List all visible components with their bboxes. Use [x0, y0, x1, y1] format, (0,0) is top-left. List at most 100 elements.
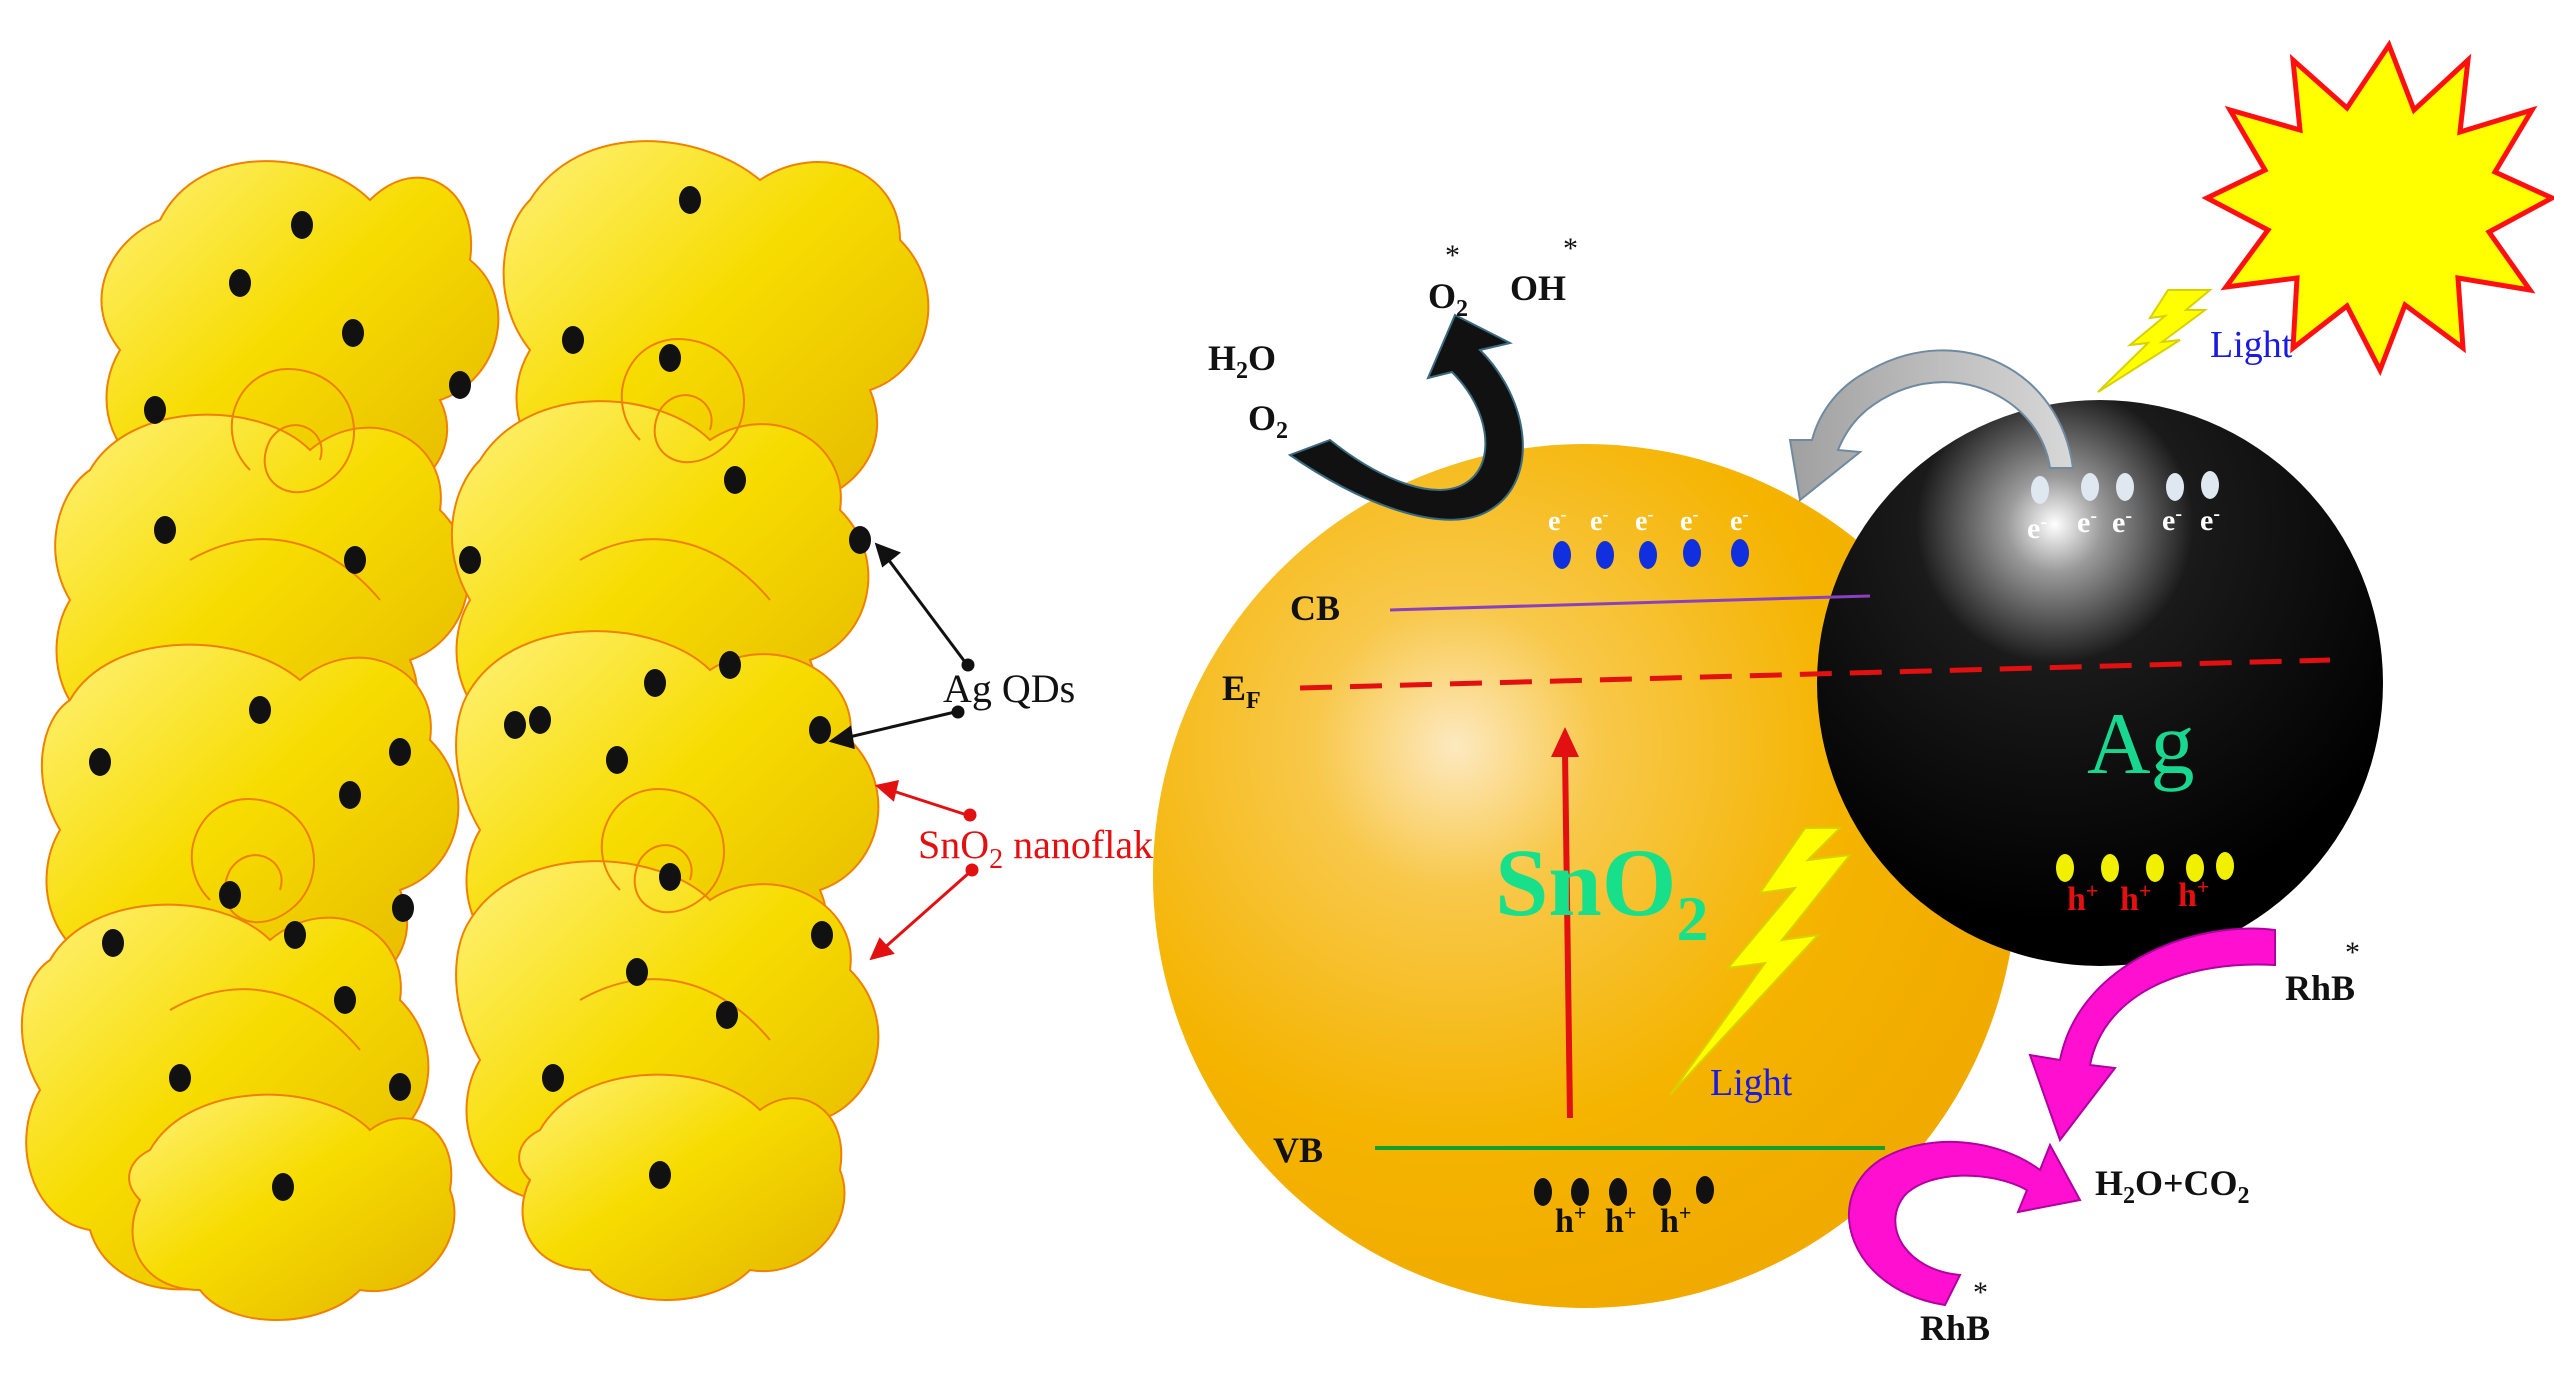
vb-label: VB — [1273, 1130, 1323, 1170]
ag-quantum-dots — [89, 186, 871, 1201]
ag-dot — [272, 1173, 294, 1201]
o2-radical: O2 — [1428, 276, 1468, 322]
ag-dot — [449, 371, 471, 399]
svg-text:e-: e- — [1635, 504, 1653, 537]
lightning-icon — [2097, 289, 2213, 393]
ag-qds-label: Ag QDs — [943, 666, 1075, 711]
svg-text:e-: e- — [1730, 504, 1748, 537]
ag-dot — [679, 186, 701, 214]
ag-dot — [606, 746, 628, 774]
ag-hole-labels: h+ h+ h+ — [2067, 874, 2209, 918]
ag-dot — [344, 546, 366, 574]
svg-text:h+: h+ — [2178, 874, 2209, 914]
rhb-label-upper: RhB — [2285, 968, 2355, 1008]
ag-dot — [459, 546, 481, 574]
cb-line — [1389, 594, 1871, 612]
ag-dot — [334, 986, 356, 1014]
sno2-electron-labels: e- e- e- e- e- — [1548, 504, 1748, 537]
ag-dot — [542, 1064, 564, 1092]
ag-qds-pointer — [828, 542, 975, 750]
ag-dot — [644, 669, 666, 697]
svg-text:e-: e- — [1590, 504, 1608, 537]
sno2-electrons — [1553, 539, 1749, 569]
products-label: H2O+CO2 — [2095, 1163, 2250, 1209]
ag-dot — [291, 211, 313, 239]
ag-label: Ag — [2087, 696, 2195, 793]
ag-dot — [849, 526, 871, 554]
sno2-nanoflakes-pointer — [869, 780, 979, 961]
ag-dot — [529, 706, 551, 734]
ag-dot — [724, 466, 746, 494]
svg-text:e-: e- — [2112, 505, 2132, 539]
ag-sphere — [1817, 400, 2383, 966]
ag-dot — [89, 748, 111, 776]
degradation-arrow-lower — [1848, 1140, 2082, 1307]
ag-dot — [389, 738, 411, 766]
ag-dot — [649, 1161, 671, 1189]
ag-holes — [2056, 852, 2234, 882]
sno2-hole-labels: h+ h+ h+ — [1555, 1200, 1691, 1240]
svg-text:h+: h+ — [2067, 878, 2098, 918]
oh-radical-star: * — [1563, 232, 1578, 265]
excitation-arrow — [1551, 727, 1579, 1119]
rhb-star-lower: * — [1973, 1276, 1988, 1309]
oh-radical: OH — [1510, 268, 1566, 308]
lightning-icon — [1669, 827, 1853, 1096]
ag-dot — [719, 651, 741, 679]
o2-reactant: O2 — [1248, 398, 1288, 444]
flake-swirls — [169, 338, 771, 1051]
svg-text:h+: h+ — [1555, 1200, 1586, 1240]
ag-dot — [219, 881, 241, 909]
svg-text:e-: e- — [1548, 504, 1566, 537]
ag-dot — [249, 696, 271, 724]
ag-dot — [659, 344, 681, 372]
ag-dot — [562, 326, 584, 354]
fermi-level-line — [1299, 657, 2331, 691]
flake-petal — [128, 1093, 456, 1321]
svg-text:e-: e- — [1680, 504, 1698, 537]
ag-dot — [504, 711, 526, 739]
svg-text:e-: e- — [2027, 511, 2047, 545]
svg-text:e-: e- — [2077, 505, 2097, 539]
rhb-label-lower: RhB — [1920, 1308, 1990, 1348]
nanoflake-cluster — [20, 140, 930, 1321]
ag-dot — [144, 396, 166, 424]
electron-transfer-arrow — [1788, 349, 2075, 502]
ag-dot — [102, 929, 124, 957]
oxidation-arrow — [1287, 313, 1524, 521]
ag-dot — [716, 1001, 738, 1029]
sno2-holes — [1534, 1176, 1714, 1206]
svg-text:h+: h+ — [1605, 1200, 1636, 1240]
sno2-label: SnO2 — [1495, 829, 1708, 954]
ag-electron-labels: e- e- e- e- e- — [2027, 503, 2220, 545]
sno2-sphere — [1153, 444, 2017, 1308]
ag-dot — [284, 921, 306, 949]
svg-text:e-: e- — [2200, 503, 2220, 537]
ag-dot — [342, 319, 364, 347]
ag-dot — [169, 1064, 191, 1092]
flake-petal — [518, 1073, 846, 1301]
ag-dot — [154, 516, 176, 544]
svg-text:h+: h+ — [1660, 1200, 1691, 1240]
svg-text:h+: h+ — [2120, 878, 2151, 918]
fermi-level-label: EF — [1222, 668, 1261, 714]
ag-dot — [339, 781, 361, 809]
ag-dot — [389, 1073, 411, 1101]
svg-text:e-: e- — [2162, 503, 2182, 537]
o2-radical-star: * — [1445, 239, 1460, 272]
ag-dot — [626, 958, 648, 986]
sno2-nanoflakes-label: SnO2 nanoflakes — [918, 822, 1186, 875]
ag-dot — [229, 269, 251, 297]
ag-dot — [659, 863, 681, 891]
h2o-reactant: H2O — [1208, 338, 1276, 384]
ag-dot — [811, 921, 833, 949]
ag-electrons — [2031, 471, 2219, 504]
light-label-sno2: Light — [1710, 1062, 1793, 1104]
light-label-ag: Light — [2210, 324, 2293, 366]
ag-dot — [392, 894, 414, 922]
ag-dot — [809, 716, 831, 744]
degradation-arrow-upper — [2028, 927, 2276, 1143]
rhb-star-upper: * — [2345, 936, 2360, 969]
cb-label: CB — [1290, 588, 1340, 628]
